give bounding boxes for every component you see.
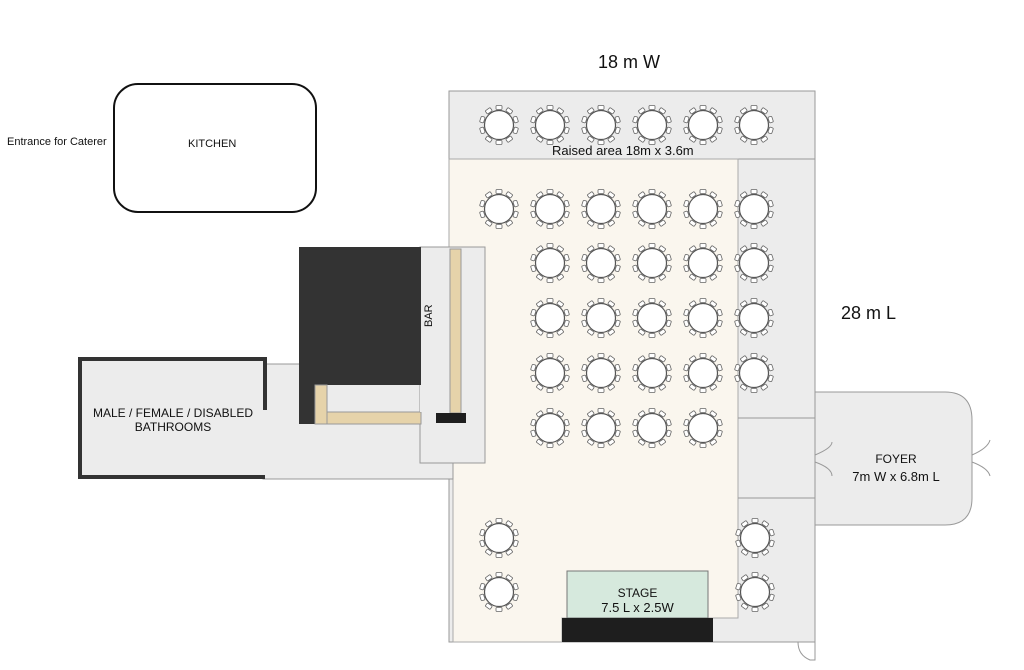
floor-table [529, 407, 571, 449]
raised-table [682, 104, 724, 146]
foyer-label: FOYER 7m W x 6.8m L [846, 452, 946, 484]
bar-label: BAR [423, 304, 435, 327]
floor-table [682, 242, 724, 284]
floor-table [580, 188, 622, 230]
bathrooms-label: MALE / FEMALE / DISABLED BATHROOMS [84, 406, 262, 434]
back-bar-counter [314, 384, 328, 425]
foyer-size: 7m W x 6.8m L [852, 469, 940, 484]
floor-table [478, 188, 520, 230]
floor-table [682, 188, 724, 230]
stage-size: 7.5 L x 2.5W [601, 600, 674, 615]
bathrooms-label-line1: MALE / FEMALE / DISABLED [92, 406, 254, 420]
stage-label: STAGE 7.5 L x 2.5W [567, 586, 708, 615]
corner-table [734, 571, 776, 613]
raised-table [580, 104, 622, 146]
width-dimension-label: 18 m W [598, 52, 661, 72]
foyer-door-left [814, 441, 833, 477]
floor-table [631, 407, 673, 449]
floor-table [529, 352, 571, 394]
bathrooms-room [80, 359, 265, 477]
corner-table [478, 571, 520, 613]
back-of-house-lower [299, 385, 315, 424]
corner-table [478, 517, 520, 559]
corner-door [797, 641, 816, 661]
floor-table [733, 352, 775, 394]
back-of-house-block [299, 247, 421, 385]
floor-table [631, 297, 673, 339]
floor-table [682, 297, 724, 339]
foyer-name: FOYER [875, 452, 917, 466]
floor-table [529, 188, 571, 230]
floor-table [733, 297, 775, 339]
back-bar-counter-bottom [326, 411, 422, 425]
bar-counter [449, 248, 462, 414]
bathrooms-wall [78, 357, 267, 479]
floor-table [631, 352, 673, 394]
bathrooms-label-line2: BATHROOMS [134, 420, 212, 434]
foyer-door-right [971, 439, 991, 477]
raised-table [733, 104, 775, 146]
stage-front [562, 618, 713, 642]
floor-table [580, 297, 622, 339]
raised-table [529, 104, 571, 146]
kitchen-room [113, 83, 317, 213]
raised-table [631, 104, 673, 146]
floor-table [733, 242, 775, 284]
floor-table [682, 407, 724, 449]
raised-area-label: Raised area 18m x 3.6m [552, 143, 694, 158]
kitchen-label: KITCHEN [188, 138, 237, 150]
corner-table [734, 517, 776, 559]
main-floor [448, 158, 739, 643]
floor-table [631, 242, 673, 284]
floor-table [529, 297, 571, 339]
foyer-room [814, 391, 973, 526]
floor-table [631, 188, 673, 230]
floor-table [529, 242, 571, 284]
floor-table [682, 352, 724, 394]
length-dimension-label: 28 m L [841, 303, 897, 323]
stage-name: STAGE [617, 586, 658, 600]
floor-table [580, 352, 622, 394]
bar-wedge [420, 385, 440, 412]
caterer-entrance-label: Entrance for Caterer [7, 136, 107, 148]
bar-counter-end [436, 413, 466, 423]
raised-table [478, 104, 520, 146]
floor-table [580, 407, 622, 449]
floor-table [580, 242, 622, 284]
floor-table [733, 188, 775, 230]
